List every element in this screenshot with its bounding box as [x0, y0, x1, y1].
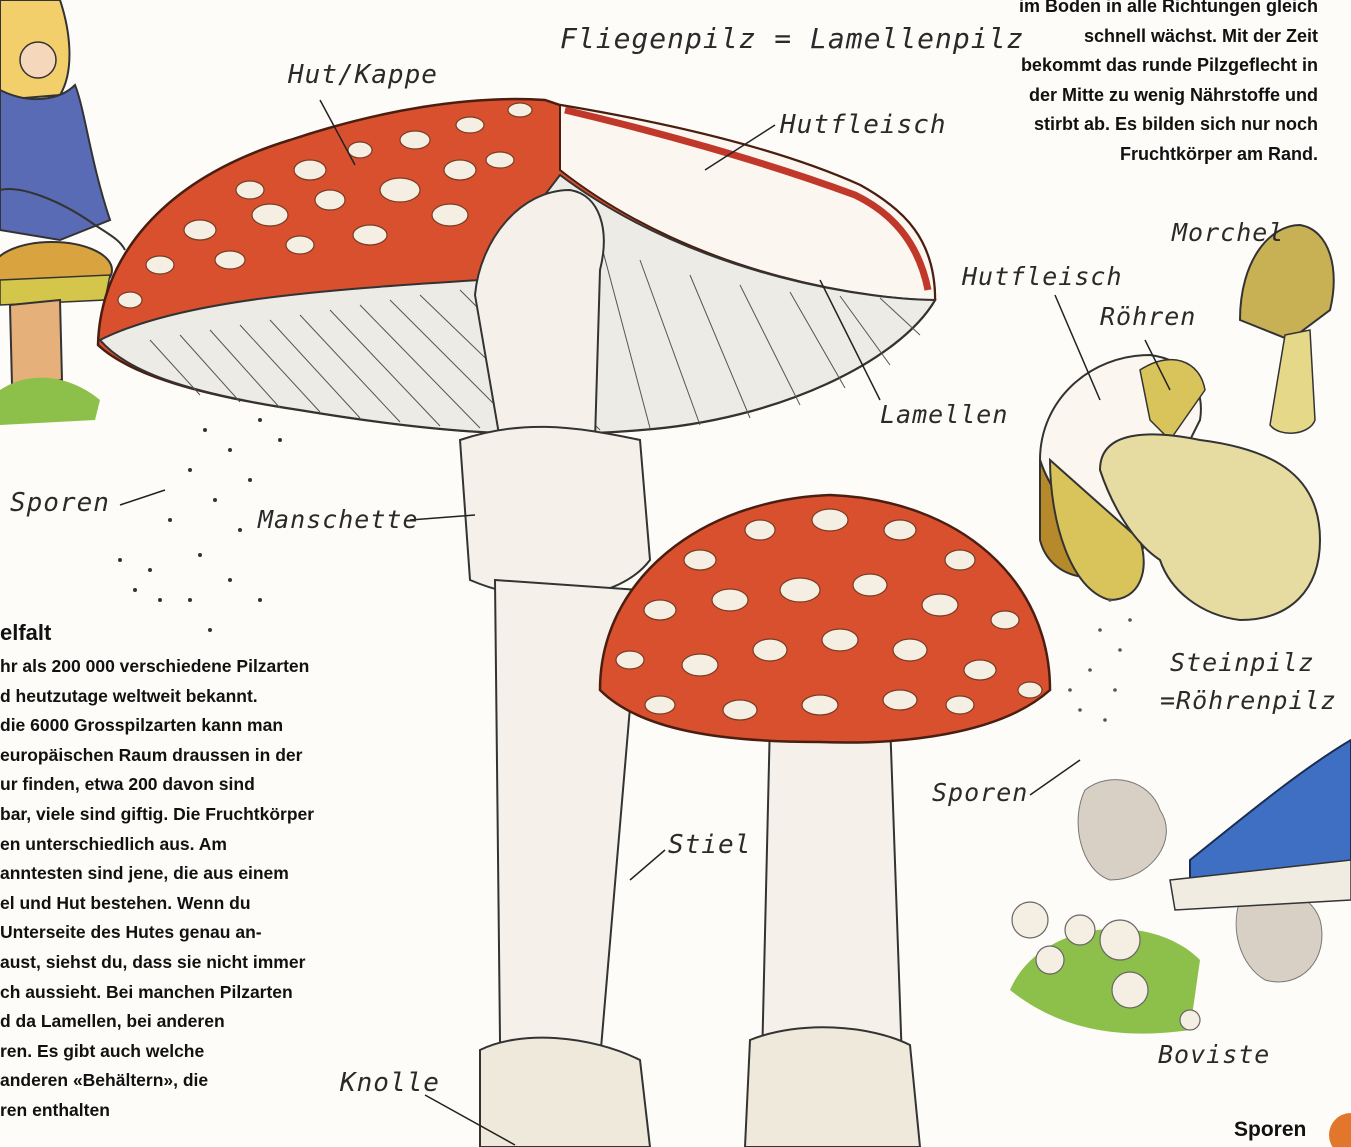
label-manschette: Manschette	[258, 505, 419, 534]
paragraph-line: d da Lamellen, bei anderen	[0, 1007, 390, 1037]
label-lamellen: Lamellen	[880, 400, 1008, 429]
paragraph-line: der Mitte zu wenig Nährstoffe und	[930, 81, 1318, 111]
child-figure	[0, 0, 125, 425]
label-sporen-right: Sporen	[932, 778, 1028, 807]
paragraph-line: Unterseite des Hutes genau an-	[0, 918, 390, 948]
paragraph-line: ur finden, etwa 200 davon sind	[0, 770, 390, 800]
paragraph-line: ren. Es gibt auch welche	[0, 1037, 390, 1067]
label-morchel: Morchel	[1172, 218, 1284, 247]
label-hut: Hut/Kappe	[288, 60, 438, 90]
label-roehrenpilz: =Röhrenpilz	[1160, 686, 1337, 715]
paragraph-line: en unterschiedlich aus. Am	[0, 830, 390, 860]
spores-right	[1068, 598, 1132, 722]
left-paragraph: hr als 200 000 verschiedene Pilzarten d …	[0, 652, 390, 1126]
corner-section-label: Sporen	[1234, 1118, 1306, 1142]
paragraph-line: die 6000 Grosspilzarten kann man	[0, 711, 390, 741]
page-corner-accent	[1329, 1113, 1351, 1147]
label-sporen: Sporen	[10, 488, 110, 518]
paragraph-line: el und Hut bestehen. Wenn du	[0, 889, 390, 919]
top-right-paragraph: im Boden in alle Richtungen gleich schne…	[930, 0, 1318, 169]
paragraph-line: d heutzutage weltweit bekannt.	[0, 682, 390, 712]
paragraph-line: europäischen Raum draussen in der	[0, 741, 390, 771]
puffballs-and-shoe	[1010, 740, 1351, 1034]
section-heading: elfalt	[0, 620, 51, 646]
label-hutfleisch: Hutfleisch	[780, 110, 947, 140]
paragraph-line: aust, siehst du, dass sie nicht immer	[0, 948, 390, 978]
small-mushroom	[600, 495, 1050, 1147]
paragraph-line: bekommt das runde Pilzgeflecht in	[930, 51, 1318, 81]
label-steinpilz: Steinpilz	[1170, 648, 1314, 677]
paragraph-line: schnell wächst. Mit der Zeit	[930, 22, 1318, 52]
paragraph-line: hr als 200 000 verschiedene Pilzarten	[0, 652, 390, 682]
label-roehren: Röhren	[1100, 302, 1196, 331]
paragraph-line: bar, viele sind giftig. Die Fruchtkörper	[0, 800, 390, 830]
label-boviste: Boviste	[1158, 1040, 1270, 1069]
paragraph-line: anderen «Behältern», die	[0, 1066, 390, 1096]
paragraph-line: anntesten sind jene, die aus einem	[0, 859, 390, 889]
paragraph-line: Fruchtkörper am Rand.	[930, 140, 1318, 170]
paragraph-line: ch aussieht. Bei manchen Pilzarten	[0, 978, 390, 1008]
label-hutfleisch-bolete: Hutfleisch	[962, 262, 1123, 291]
paragraph-line: ren enthalten	[0, 1096, 390, 1126]
label-stiel: Stiel	[668, 830, 751, 860]
paragraph-line: stirbt ab. Es bilden sich nur noch	[930, 110, 1318, 140]
paragraph-line: im Boden in alle Richtungen gleich	[930, 0, 1318, 22]
